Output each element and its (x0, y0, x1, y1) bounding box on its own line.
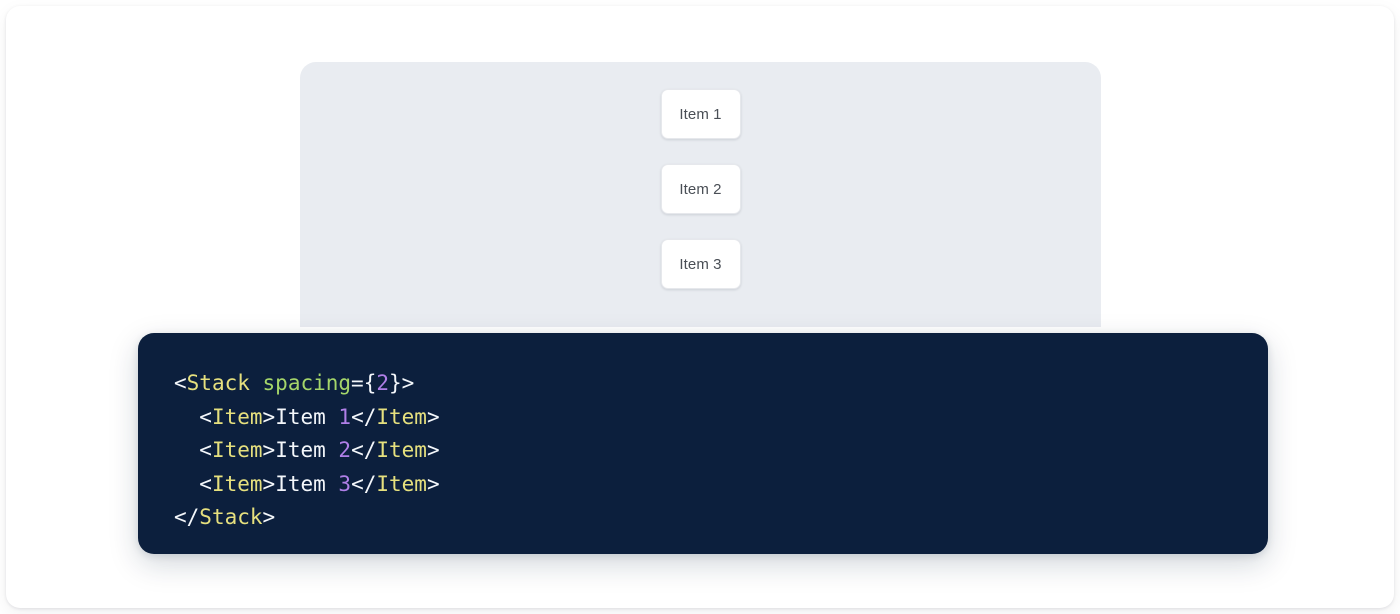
code-token-text: Item (275, 404, 339, 429)
code-token-tag: Item (211, 471, 263, 496)
code-token-num: 1 (338, 404, 352, 429)
code-token-tag: Item (211, 438, 263, 462)
code-token-attr: spacing (262, 371, 352, 395)
code-token-punct: > (426, 471, 440, 496)
code-token-punct: > (401, 371, 415, 395)
code-token-punct: = (351, 371, 364, 395)
stack-item[interactable]: Item 2 (660, 164, 741, 214)
stack-item[interactable]: Item 3 (660, 239, 741, 289)
stack-item[interactable]: Item 1 (660, 89, 741, 139)
stack-item-label: Item 3 (679, 255, 722, 273)
code-token-tag: Item (376, 438, 427, 462)
component-preview-panel: Item 1 Item 2 Item 3 (300, 62, 1101, 327)
code-token-punct: </ (351, 438, 377, 462)
code-token-tag: Item (376, 404, 427, 429)
code-token-tag: Item (376, 471, 427, 496)
code-token-tag: Item (211, 404, 263, 429)
code-token-num: 3 (338, 471, 352, 496)
code-token-num: 2 (338, 438, 352, 462)
code-line: <Item>Item 2</Item> (174, 438, 440, 462)
code-token-punct: > (262, 471, 276, 496)
code-token-tag: Stack (186, 371, 250, 395)
code-token-punct: > (426, 438, 440, 462)
code-snippet-text: <Stack spacing={2}> <Item>Item 1</Item> … (174, 367, 1268, 535)
code-token-text: Item (275, 471, 339, 496)
code-token-punct: > (262, 505, 276, 529)
code-indent (174, 472, 199, 496)
code-token-punct: { (363, 371, 377, 395)
code-line: <Item>Item 1</Item> (174, 404, 440, 429)
code-token-punct: > (426, 404, 440, 429)
code-token-punct: < (199, 471, 212, 496)
code-line: <Item>Item 3</Item> (174, 471, 440, 496)
code-line: <Stack spacing={2}> (174, 371, 414, 395)
code-token-punct: > (262, 438, 276, 462)
code-indent (174, 438, 199, 462)
code-snippet-block[interactable]: <Stack spacing={2}> <Item>Item 1</Item> … (138, 333, 1268, 554)
code-token-punct: </ (351, 404, 377, 429)
code-token-punct: < (199, 438, 212, 462)
code-token-text (250, 371, 263, 395)
code-token-punct: } (389, 371, 402, 395)
code-token-punct: < (174, 371, 187, 395)
code-token-punct: > (262, 404, 276, 429)
code-line: </Stack> (174, 505, 275, 529)
code-token-punct: < (199, 404, 212, 429)
code-token-punct: </ (174, 505, 200, 529)
code-token-tag: Stack (199, 505, 263, 529)
stack-container: Item 1 Item 2 Item 3 (300, 62, 1101, 327)
code-token-num: 2 (376, 371, 390, 395)
code-indent (174, 405, 199, 429)
code-token-punct: </ (351, 471, 377, 496)
code-token-text: Item (275, 438, 339, 462)
stack-item-label: Item 1 (679, 105, 722, 123)
stack-item-label: Item 2 (679, 180, 722, 198)
